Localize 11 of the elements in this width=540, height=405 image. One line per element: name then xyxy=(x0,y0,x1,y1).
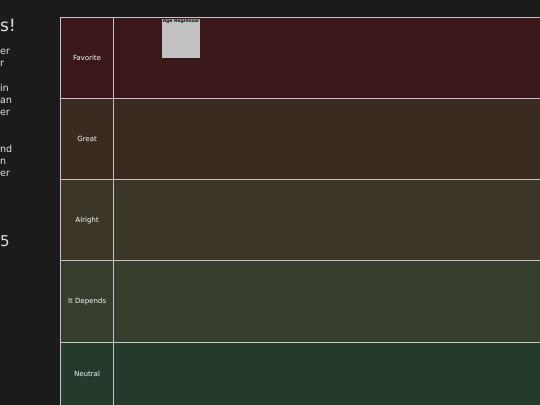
tier-row xyxy=(60,98,540,180)
number-text: 5 xyxy=(0,232,10,250)
heading: s! xyxy=(0,16,16,36)
image-placeholder xyxy=(162,19,200,58)
body-text: er r xyxy=(0,46,10,70)
tier-row xyxy=(60,342,540,405)
tier-row xyxy=(60,260,540,343)
tier-row xyxy=(60,179,540,261)
body-text: nd n er xyxy=(0,144,12,180)
body-text: in an er xyxy=(0,83,12,119)
tier-row xyxy=(60,17,540,99)
